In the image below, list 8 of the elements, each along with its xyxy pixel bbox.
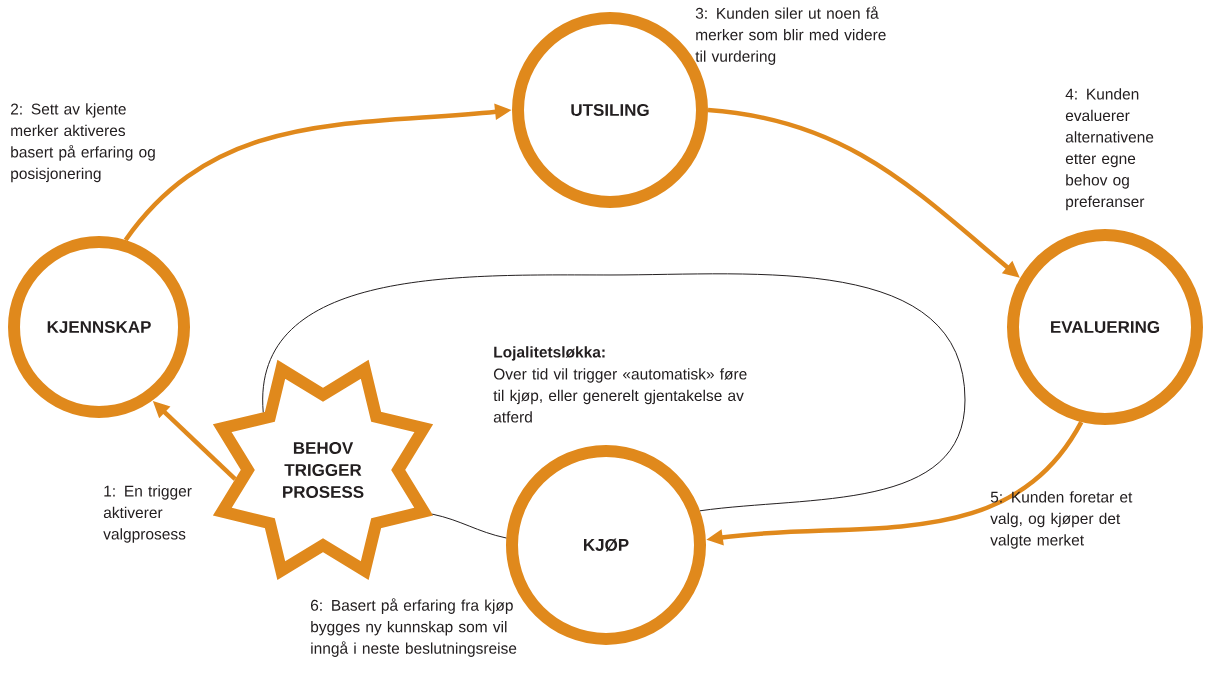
loop-line [262, 273, 966, 512]
step-text: 4: Kunden evaluerer alternativene etter egne behov og preferanser [1065, 88, 1154, 211]
step-text: 1: En trigger aktiverer valgprosess [103, 485, 192, 543]
loop-description: Over tid vil trigger «automatisk» føre til kjøp, eller generelt gjentakelse av atferd [493, 368, 747, 423]
loop-heading: Lojalitetsløkka: [494, 346, 605, 361]
step-text: 5: Kunden foretar et valg, og kjøper det valgte merket [990, 491, 1133, 549]
step-text: 2: Sett av kjente merker aktiveres basert på erfaring og posisjonering [11, 103, 155, 183]
loop-line [431, 513, 507, 539]
